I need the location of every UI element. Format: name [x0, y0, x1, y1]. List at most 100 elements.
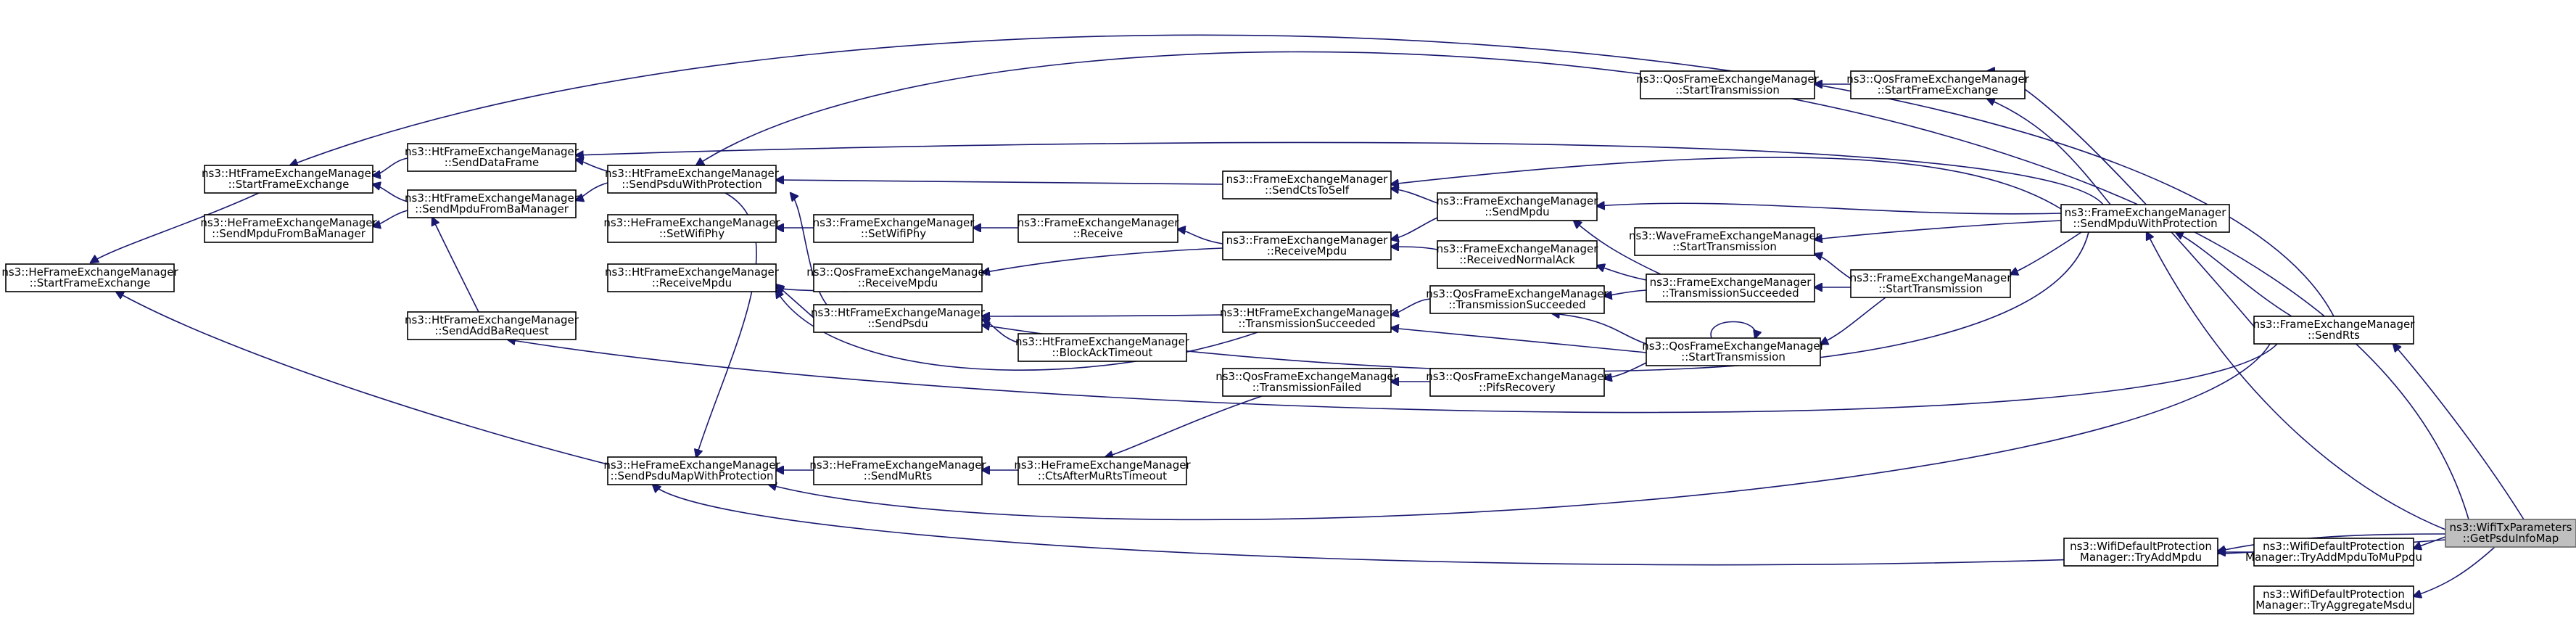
edge-fem_st-to-qos_st2: [1820, 297, 1886, 344]
edge-fem_ts-to-fem_sm: [1574, 221, 1661, 275]
node-box: [813, 214, 974, 243]
node-fem-rna[interactable]: ns3::FrameExchangeManager::ReceivedNorma…: [1437, 240, 1599, 269]
node-fem-scts[interactable]: ns3::FrameExchangeManager::SendCtsToSelf: [1222, 170, 1392, 200]
edge-fem_smwp-to-fem_sm: [1597, 203, 2062, 215]
node-box: [5, 263, 175, 292]
node-qos-rm[interactable]: ns3::QosFrameExchangeManager::ReceiveMpd…: [806, 263, 990, 292]
node-ht-spwp[interactable]: ns3::HtFrameExchangeManager::SendPsduWit…: [605, 165, 780, 194]
node-label-line: ::SendRts: [2308, 329, 2360, 342]
node-box: [1437, 240, 1598, 269]
node-ht-sp[interactable]: ns3::HtFrameExchangeManager::SendPsdu: [811, 304, 986, 333]
edge-fem_smwp-to-fem_scts: [1391, 157, 2062, 210]
node-wdpm-tam[interactable]: ns3::WifiDefaultProtectionManager::TryAd…: [2063, 538, 2218, 567]
node-label-line: ::ReceiveMpdu: [1267, 244, 1347, 258]
node-fem-recv[interactable]: ns3::FrameExchangeManager::Receive: [1017, 214, 1180, 243]
node-root[interactable]: ns3::WifiTxParameters::GetPsduInfoMap: [2445, 519, 2576, 548]
edge-qos_st2-to-qos_ts: [1552, 313, 1647, 345]
edge-fem_ts-to-fem_rna: [1597, 266, 1647, 281]
node-box: [607, 214, 777, 243]
node-label-line: ns3::HtFrameExchangeManager: [811, 306, 986, 319]
node-label-line: ::SendMuRts: [864, 469, 933, 482]
node-box: [1850, 70, 2026, 99]
node-box: [1017, 333, 1187, 362]
node-label-line: ns3::HtFrameExchangeManager: [1220, 306, 1395, 319]
node-fem-swp[interactable]: ns3::FrameExchangeManager::SetWifiPhy: [813, 214, 975, 243]
edge-qos_st2-to-qos_pr: [1604, 362, 1647, 379]
node-fem-srts[interactable]: ns3::FrameExchangeManager::SendRts: [2253, 316, 2416, 345]
node-label-line: ::SendPsdu: [867, 317, 928, 330]
node-label-line: ns3::FrameExchangeManager: [1017, 216, 1180, 229]
node-box: [813, 456, 983, 485]
node-qos-tf[interactable]: ns3::QosFrameExchangeManager::Transmissi…: [1215, 368, 1399, 397]
node-box: [2253, 585, 2414, 614]
edge-ht_smfba-to-ht_sfe: [373, 184, 408, 202]
node-label-line: ns3::WifiDefaultProtection: [2070, 540, 2212, 553]
node-label-line: ns3::QosFrameExchangeManager: [1426, 370, 1609, 383]
node-fem-ts[interactable]: ns3::FrameExchangeManager::TransmissionS…: [1646, 274, 1815, 303]
node-he-smr[interactable]: ns3::HeFrameExchangeManager::SendMuRts: [809, 456, 986, 485]
node-label-line: ns3::FrameExchangeManager: [2065, 206, 2227, 219]
node-ht-sdf[interactable]: ns3::HtFrameExchangeManager::SendDataFra…: [405, 143, 579, 172]
node-box: [1222, 304, 1392, 333]
node-qos-st[interactable]: ns3::QosFrameExchangeManager::StartTrans…: [1636, 70, 1820, 99]
node-label-line: Manager::TryAggregateMsdu: [2255, 599, 2412, 612]
node-label-line: ::SendMpduFromBaManager: [212, 227, 366, 240]
call-nodes: ns3::HeFrameExchangeManager::StartFrameE…: [1, 70, 2576, 614]
node-box: [1646, 337, 1821, 366]
node-fem-st[interactable]: ns3::FrameExchangeManager::StartTransmis…: [1850, 269, 2012, 298]
node-wdpm-tamtmp[interactable]: ns3::WifiDefaultProtectionManager::TryAd…: [2245, 538, 2422, 567]
node-qos-st2[interactable]: ns3::QosFrameExchangeManager::StartTrans…: [1642, 337, 1825, 366]
node-label-line: ns3::FrameExchangeManager: [1437, 194, 1599, 207]
node-label-line: ns3::HeFrameExchangeManager: [603, 216, 780, 229]
node-label-line: ::SendMpdu: [1485, 205, 1549, 218]
node-wave-st[interactable]: ns3::WaveFrameExchangeManager::StartTran…: [1629, 227, 1821, 256]
node-fem-sm[interactable]: ns3::FrameExchangeManager::SendMpdu: [1437, 192, 1599, 221]
node-qos-sfe[interactable]: ns3::QosFrameExchangeManager::StartFrame…: [1846, 70, 2030, 99]
node-label-line: ns3::FrameExchangeManager: [1437, 242, 1599, 255]
node-fem-rm[interactable]: ns3::FrameExchangeManager::ReceiveMpdu: [1222, 231, 1392, 260]
edge-ht_smfba-to-he_smfba: [373, 210, 408, 226]
node-ht-bat[interactable]: ns3::HtFrameExchangeManager::BlockAckTim…: [1015, 333, 1190, 362]
node-label-line: ::PifsRecovery: [1479, 381, 1556, 394]
node-qos-ts[interactable]: ns3::QosFrameExchangeManager::Transmissi…: [1426, 285, 1609, 314]
node-label-line: ns3::HtFrameExchangeManager: [202, 167, 376, 180]
node-he-camrt[interactable]: ns3::HeFrameExchangeManager::CtsAfterMuR…: [1014, 456, 1191, 485]
node-he-smfba[interactable]: ns3::HeFrameExchangeManager::SendMpduFro…: [200, 214, 377, 243]
node-box: [2445, 519, 2576, 548]
node-label-line: ns3::HeFrameExchangeManager: [603, 458, 780, 472]
edge-fem_smwp-to-ht_sp: [982, 231, 2089, 372]
edge-fem_ts-to-qos_ts: [1604, 289, 1647, 296]
node-ht-rm[interactable]: ns3::HtFrameExchangeManager::ReceiveMpdu: [605, 263, 780, 292]
edge-fem_st-to-wave_st: [1815, 254, 1852, 279]
node-label-line: ::SendCtsToSelf: [1265, 184, 1350, 197]
node-he-swp[interactable]: ns3::HeFrameExchangeManager::SetWifiPhy: [603, 214, 780, 243]
node-label-line: ns3::WifiDefaultProtection: [2263, 540, 2405, 553]
node-ht-sfe[interactable]: ns3::HtFrameExchangeManager::StartFrameE…: [202, 165, 376, 194]
edge-fem_smwp-to-fem_st: [2010, 231, 2082, 274]
edge-qos_st2-to-qos_st2: [1710, 321, 1756, 339]
node-he-sfe[interactable]: ns3::HeFrameExchangeManager::StartFrameE…: [1, 263, 178, 292]
node-label-line: ::SendDataFrame: [445, 156, 539, 169]
node-label-line: ::SendAddBaRequest: [434, 324, 548, 337]
edge-fem_sm-to-fem_rm: [1391, 217, 1438, 239]
node-ht-sabr[interactable]: ns3::HtFrameExchangeManager::SendAddBaRe…: [405, 311, 579, 340]
node-box: [2253, 316, 2414, 345]
node-label-line: ::GetPsduInfoMap: [2463, 532, 2559, 545]
node-label-line: ns3::QosFrameExchangeManager: [1846, 73, 2029, 86]
node-fem-smwp[interactable]: ns3::FrameExchangeManager::SendMpduWithP…: [2060, 204, 2230, 233]
node-label-line: ::ReceiveMpdu: [858, 276, 938, 289]
node-qos-pr[interactable]: ns3::QosFrameExchangeManager::PifsRecove…: [1426, 368, 1609, 397]
node-box: [1017, 214, 1178, 243]
node-ht-smfba[interactable]: ns3::HtFrameExchangeManager::SendMpduFro…: [405, 189, 579, 218]
edge-qos_st2-to-ht_ts: [1391, 328, 1647, 353]
node-label-line: ns3::FrameExchangeManager: [813, 216, 975, 229]
node-ht-ts[interactable]: ns3::HtFrameExchangeManager::Transmissio…: [1220, 304, 1395, 333]
node-label-line: ns3::HtFrameExchangeManager: [405, 145, 579, 158]
node-label-line: ::BlockAckTimeout: [1052, 346, 1153, 359]
node-he-spmwp[interactable]: ns3::HeFrameExchangeManager::SendPsduMap…: [603, 456, 780, 485]
node-wdpm-tams[interactable]: ns3::WifiDefaultProtectionManager::TryAg…: [2253, 585, 2414, 614]
node-box: [1850, 269, 2011, 298]
node-label-line: ::SendPsduWithProtection: [622, 178, 761, 191]
node-label-line: ns3::FrameExchangeManager: [1650, 276, 1812, 289]
node-box: [407, 189, 577, 218]
